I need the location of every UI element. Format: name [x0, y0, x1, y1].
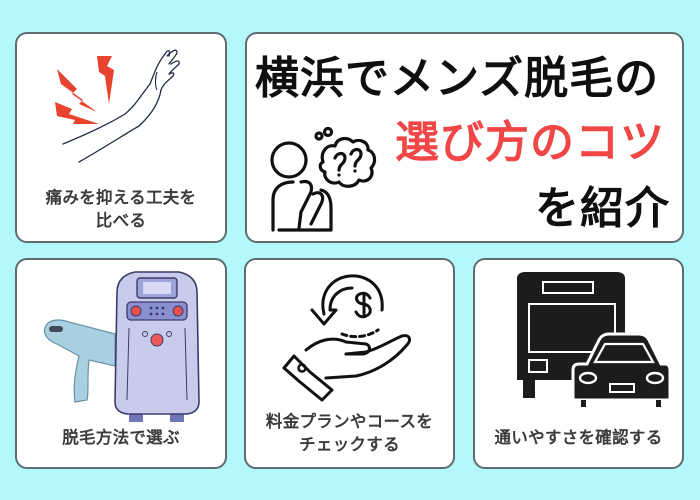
- bus-car-icon: [517, 272, 672, 407]
- thinking-person-icon: [270, 126, 377, 232]
- card-label: 痛みを抑える工夫を 比べる: [45, 188, 197, 230]
- card-label: 料金プランやコースを チェックする: [265, 412, 434, 454]
- card-price-plans: 料金プランやコースを チェックする: [244, 258, 455, 469]
- hand-money-icon: [282, 274, 411, 402]
- card-label: 脱毛方法で選ぶ: [62, 428, 180, 447]
- title-line-1: 横浜でメンズ脱毛の: [255, 53, 660, 104]
- arm-pain-icon: [55, 49, 180, 163]
- laser-machine-icon: [43, 271, 200, 422]
- card-accessibility: 通いやすさを確認する: [473, 258, 684, 469]
- card-pain-comparison: 痛みを抑える工夫を 比べる: [15, 32, 227, 243]
- card-removal-method: 脱毛方法で選ぶ: [15, 258, 227, 469]
- title-card: 横浜でメンズ脱毛の 選び方のコツ を紹介: [245, 32, 684, 243]
- title-line-2-accent: 選び方のコツ: [395, 117, 665, 168]
- card-label: 通いやすさを確認する: [494, 428, 663, 447]
- title-line-3: を紹介: [535, 183, 670, 234]
